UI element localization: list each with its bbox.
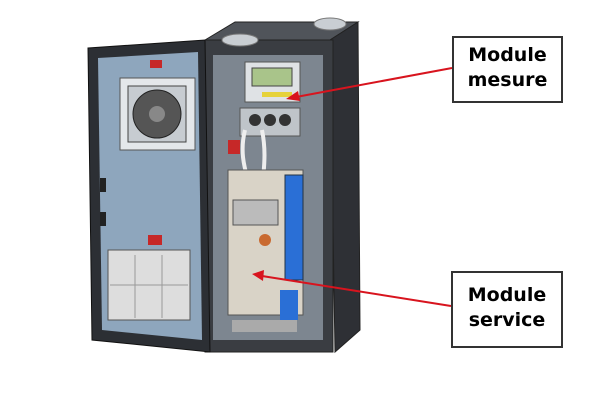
arrow-service xyxy=(252,270,452,307)
door xyxy=(87,39,211,353)
display-screen xyxy=(251,67,293,87)
cabinet xyxy=(203,17,361,354)
duct-collar xyxy=(313,17,347,31)
label-measure-module: Module mesure xyxy=(452,36,563,103)
label-service-module: Module service xyxy=(451,271,563,348)
duct-collar xyxy=(221,33,259,47)
arrow-measure xyxy=(286,67,453,101)
